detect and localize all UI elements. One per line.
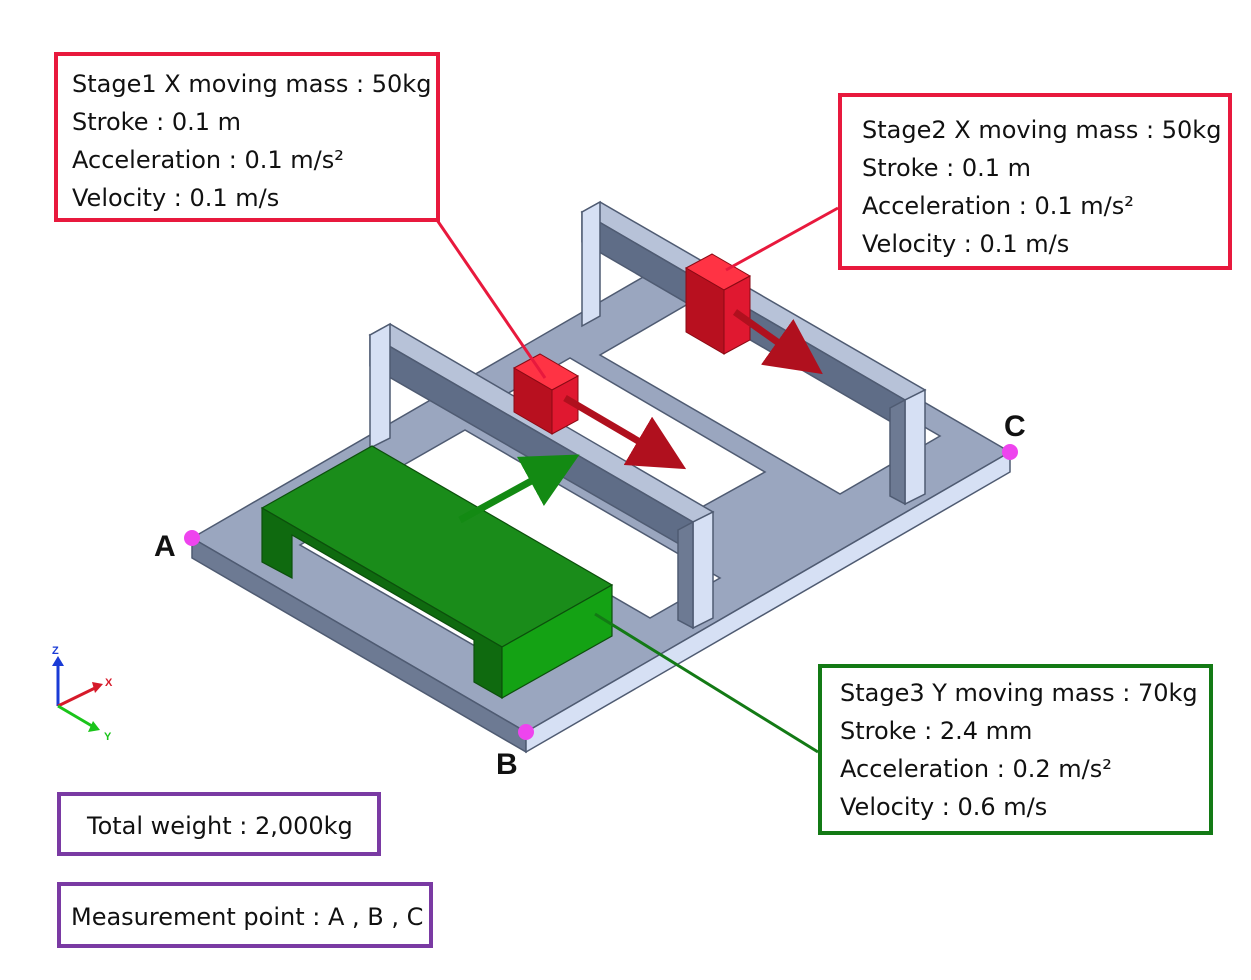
point-b-label: B bbox=[496, 748, 518, 781]
stage3-acceleration: Acceleration : 0.2 m/s² bbox=[840, 755, 1112, 783]
stage2-acceleration: Acceleration : 0.1 m/s² bbox=[862, 192, 1134, 220]
stage3-velocity: Velocity : 0.6 m/s bbox=[840, 793, 1048, 821]
stage2-callout: Stage2 X moving mass : 50kg Stroke : 0.1… bbox=[838, 93, 1232, 270]
stage1-stroke: Stroke : 0.1 m bbox=[72, 108, 241, 136]
stage1-callout: Stage1 X moving mass : 50kg Stroke : 0.1… bbox=[54, 52, 440, 222]
point-c-label: C bbox=[1004, 410, 1026, 443]
stage1-block bbox=[512, 353, 580, 435]
stage3-table bbox=[260, 445, 614, 700]
total-weight-text: Total weight : 2,000kg bbox=[87, 812, 353, 840]
stage2-block bbox=[684, 253, 752, 355]
stage1-leader-line bbox=[435, 219, 547, 379]
point-a-label: A bbox=[154, 530, 176, 563]
point-b-marker bbox=[518, 724, 534, 740]
total-weight-box: Total weight : 2,000kg bbox=[57, 792, 381, 856]
point-c-marker bbox=[1002, 444, 1018, 460]
measurement-point-box: Measurement point : A , B , C bbox=[57, 882, 433, 948]
point-a-marker bbox=[184, 530, 200, 546]
stage2-direction-arrow bbox=[732, 309, 823, 375]
stage3-mass: Stage3 Y moving mass : 70kg bbox=[840, 679, 1198, 707]
axis-x-label: X bbox=[105, 677, 113, 689]
stage1-direction-arrow bbox=[563, 394, 687, 470]
stage1-velocity: Velocity : 0.1 m/s bbox=[72, 184, 280, 212]
stage1-acceleration: Acceleration : 0.1 m/s² bbox=[72, 146, 344, 174]
stage3-stroke: Stroke : 2.4 mm bbox=[840, 717, 1033, 745]
stage1-mass: Stage1 X moving mass : 50kg bbox=[72, 70, 432, 98]
axis-y-label: Y bbox=[104, 731, 112, 743]
axis-triad: Z X Y bbox=[52, 645, 113, 743]
stage3-callout: Stage3 Y moving mass : 70kg Stroke : 2.4… bbox=[818, 664, 1213, 835]
stage3-leader-line bbox=[594, 612, 819, 754]
stage2-stroke: Stroke : 0.1 m bbox=[862, 154, 1031, 182]
stage2-leader-line bbox=[725, 206, 839, 272]
axis-z-label: Z bbox=[52, 645, 59, 657]
stage3-direction-arrow bbox=[458, 454, 580, 524]
measurement-point-text: Measurement point : A , B , C bbox=[71, 903, 424, 931]
stage2-mass: Stage2 X moving mass : 50kg bbox=[862, 116, 1222, 144]
stage2-velocity: Velocity : 0.1 m/s bbox=[862, 230, 1070, 258]
